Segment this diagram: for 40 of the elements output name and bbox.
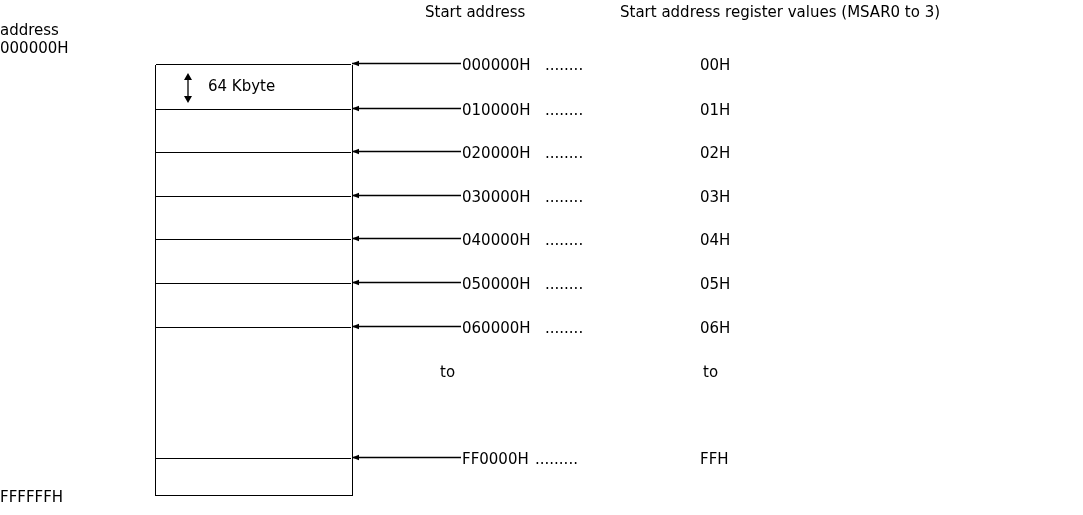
dot-leader: ........ — [545, 275, 584, 293]
arrow — [351, 105, 462, 112]
dot-leader: ........ — [545, 56, 584, 74]
start-address-text: 060000H — [462, 319, 531, 337]
segment-size-label: 64 Kbyte — [208, 76, 276, 95]
dot-leader: ......... — [535, 450, 578, 468]
register-value: 05H — [700, 275, 731, 293]
dot-leader: ........ — [545, 231, 584, 249]
arrow — [351, 454, 462, 461]
range-text: to — [440, 363, 456, 381]
column-header: Start address — [425, 3, 526, 21]
dot-leader: ........ — [545, 101, 584, 119]
start-address-text: 020000H — [462, 144, 531, 162]
start-address-text: 050000H — [462, 275, 531, 293]
address-label: FFFFFFH — [0, 488, 64, 506]
register-value: 02H — [700, 144, 731, 162]
address-label: address 000000H — [0, 21, 70, 57]
register-value: 01H — [700, 101, 731, 119]
arrow — [351, 279, 462, 286]
dot-leader: ........ — [545, 188, 584, 206]
arrow — [351, 235, 462, 242]
register-value: 03H — [700, 188, 731, 206]
dot-leader: ........ — [545, 319, 584, 337]
start-address-text: FF0000H — [462, 450, 529, 468]
start-address-text: 010000H — [462, 101, 531, 119]
register-value: FFH — [700, 450, 729, 468]
start-address-text: 030000H — [462, 188, 531, 206]
start-address-text: 040000H — [462, 231, 531, 249]
column-header: Start address register values (MSAR0 to 3) — [620, 3, 941, 21]
arrow — [351, 148, 462, 155]
dot-leader: ........ — [545, 144, 584, 162]
arrow — [351, 192, 462, 199]
range-text: to — [703, 363, 719, 381]
register-value: 04H — [700, 231, 731, 249]
register-value: 06H — [700, 319, 731, 337]
arrow — [351, 60, 462, 67]
start-address-text: 000000H — [462, 56, 531, 74]
memory-map — [155, 65, 353, 496]
arrow — [351, 323, 462, 330]
register-value: 00H — [700, 56, 731, 74]
